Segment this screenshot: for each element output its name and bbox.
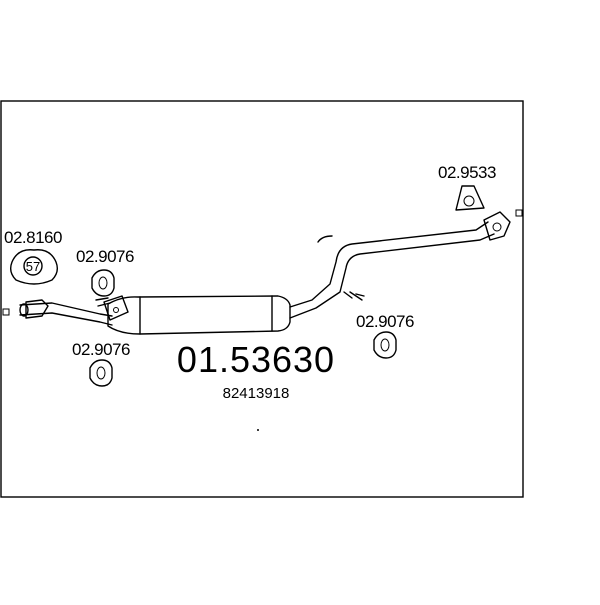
triangle-gasket xyxy=(455,185,485,211)
right-edge-marker xyxy=(515,209,523,217)
mid-silencer xyxy=(107,295,291,335)
component-code-02-9076-top: 02.9076 xyxy=(76,247,134,266)
component-code-02-9533: 02.9533 xyxy=(438,163,496,182)
triangle-gasket-hole xyxy=(463,195,475,207)
component-02-9076-top: 02.9076 xyxy=(76,247,134,297)
gasket-hole-bottom xyxy=(96,366,106,380)
component-code-02-8160: 02.8160 xyxy=(4,228,62,247)
gasket-hole-top xyxy=(98,276,108,290)
left-edge-marker xyxy=(2,308,10,316)
component-badge-57: 57 xyxy=(26,259,40,274)
outlet-pipe-top xyxy=(289,221,489,308)
component-code-02-9076-right: 02.9076 xyxy=(356,312,414,331)
oe-number: 82413918 xyxy=(223,385,290,402)
component-code-02-9076-bottom: 02.9076 xyxy=(72,340,130,359)
diagram-frame xyxy=(0,100,524,498)
inlet-opening xyxy=(19,303,29,317)
component-02-9076-right: 02.9076 xyxy=(356,312,414,359)
stray-dot xyxy=(257,429,259,431)
inlet-flange xyxy=(25,299,49,319)
component-02-9533: 02.9533 xyxy=(438,163,496,211)
outlet-flange xyxy=(483,211,511,241)
silencer-flange xyxy=(103,295,129,321)
pipe-hanger xyxy=(343,291,365,301)
part-number: 01.53630 xyxy=(177,339,335,380)
component-02-8160: 02.8160 57 xyxy=(4,228,62,285)
support-ring-inner xyxy=(23,256,43,276)
exhaust-pipe-assembly xyxy=(19,211,511,335)
gasket-hole-right xyxy=(380,338,390,352)
silencer-flange-bolt xyxy=(113,307,119,313)
gasket-ring-top xyxy=(91,269,115,297)
silencer-clamp xyxy=(95,297,111,307)
outlet-flange-hole xyxy=(492,222,502,232)
inlet-pipe-bottom xyxy=(19,312,113,326)
gasket-ring-right xyxy=(373,331,397,359)
component-02-9076-bottom: 02.9076 xyxy=(72,340,130,387)
support-ring-outer xyxy=(9,249,59,285)
inlet-pipe-top xyxy=(19,302,113,317)
outlet-pipe-bottom xyxy=(289,233,495,319)
gasket-ring-bottom xyxy=(89,359,113,387)
pipe-bend-detail xyxy=(317,235,333,243)
